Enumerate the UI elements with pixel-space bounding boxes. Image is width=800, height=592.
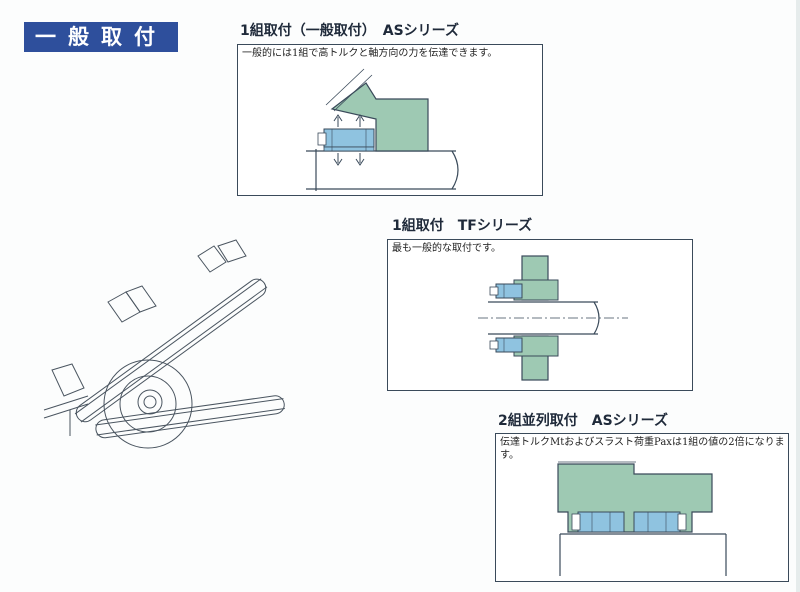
tf-drawing [478, 255, 628, 381]
figure-box-as-double: 伝達トルクMtおよびスラスト荷重Paxは1組の値の2倍になります。 [495, 433, 789, 582]
as-single-drawing [306, 68, 459, 191]
page-title: 一般取付 [24, 22, 178, 52]
figure-box-as-single: 一般的には1組で高トルクと軸方向の力を伝達できます。 [237, 44, 543, 196]
section-heading-tf: 1組取付 TFシリーズ [392, 218, 533, 234]
section-heading-as-double: 2組並列取付 ASシリーズ [498, 413, 668, 429]
as-double-drawing [557, 461, 727, 576]
figure-caption-as-single: 一般的には1組で高トルクと軸方向の力を伝達できます。 [242, 48, 498, 59]
figure-caption-tf: 最も一般的な取付です。 [392, 243, 501, 254]
figure-caption-as-double: 伝達トルクMtおよびスラスト荷重Paxは1組の値の2倍になります。 [500, 437, 785, 461]
page-edge [796, 0, 800, 592]
section-heading-as-single: 1組取付（一般取付） ASシリーズ [240, 23, 459, 39]
figure-box-tf: 最も一般的な取付です。 [387, 239, 693, 391]
